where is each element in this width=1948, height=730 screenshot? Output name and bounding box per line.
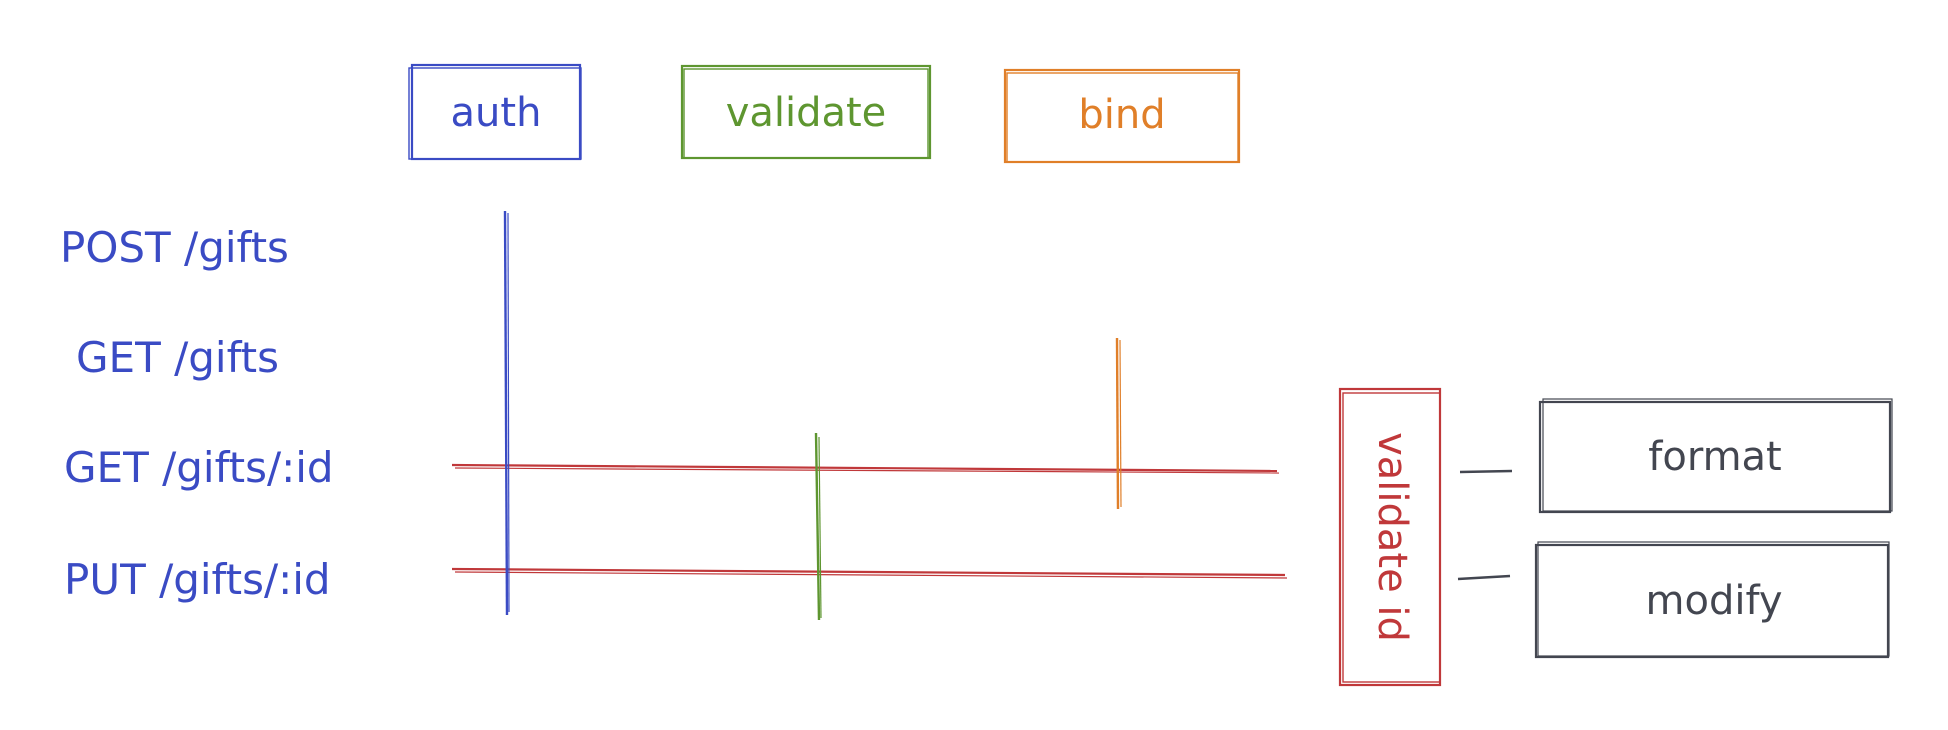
validate-label: validate — [726, 90, 887, 136]
route-post-gifts: POST /gifts — [60, 223, 289, 272]
modify-box-frame-sketch — [1537, 541, 1890, 657]
validate-box-frame-sketch — [683, 68, 929, 159]
route-get-gifts: GET /gifts — [76, 333, 279, 382]
format-label: format — [1648, 434, 1781, 480]
format-box-frame-sketch — [1542, 398, 1893, 512]
bind-middleware-box: bind — [1003, 68, 1241, 164]
validate-id-label: validate id — [1369, 432, 1415, 642]
flow-line-put-gift-id — [451, 567, 1288, 579]
route-put-gift-id: PUT /gifts/:id — [64, 555, 331, 604]
auth-box-frame-sketch — [408, 67, 582, 160]
format-box-frame — [1538, 400, 1892, 514]
bind-box-frame-sketch — [1006, 72, 1239, 163]
bind-vertical-line — [1115, 337, 1122, 510]
modify-label: modify — [1646, 578, 1783, 624]
auth-label: auth — [451, 90, 542, 136]
format-handler-box: format — [1538, 398, 1893, 514]
auth-vertical-line — [503, 210, 510, 616]
validate-id-frame-sketch — [1342, 392, 1441, 683]
validate-id-box: validate id — [1338, 387, 1442, 687]
validate-middleware-box: validate — [680, 64, 932, 160]
modify-handler-box: modify — [1534, 541, 1890, 659]
validate-vertical-line — [814, 432, 822, 621]
bind-label: bind — [1078, 92, 1165, 138]
flow-line-get-gift-id — [451, 463, 1280, 474]
route-get-gift-id: GET /gifts/:id — [64, 443, 334, 492]
connector-format — [1459, 469, 1513, 474]
connector-modify — [1457, 574, 1511, 581]
modify-box-frame — [1534, 543, 1890, 659]
auth-middleware-box: auth — [408, 63, 582, 161]
